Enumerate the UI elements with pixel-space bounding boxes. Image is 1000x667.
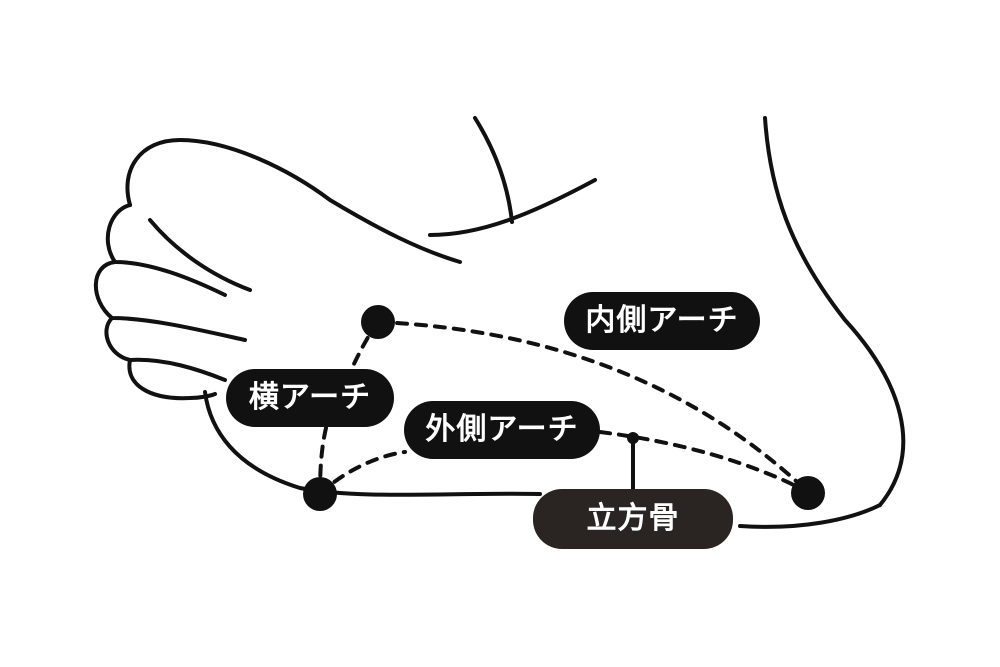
toe-4-outline bbox=[104, 316, 227, 382]
cuboid-dot bbox=[627, 432, 639, 444]
heel-outline bbox=[763, 116, 906, 507]
lateral-arch-label: 外側アーチ bbox=[404, 401, 600, 459]
fifth-metatarsal-point bbox=[303, 477, 337, 511]
medial-arch-line bbox=[376, 320, 810, 494]
cuboid-label: 立方骨 bbox=[533, 489, 733, 549]
big-toe-outline bbox=[125, 138, 462, 264]
heel-point bbox=[791, 476, 825, 510]
heel-underside bbox=[738, 503, 882, 529]
toe-5-outline bbox=[127, 358, 217, 401]
first-metatarsal-point bbox=[361, 305, 395, 339]
toe-1-base bbox=[148, 218, 252, 292]
medial-arch-label: 内側アーチ bbox=[564, 292, 760, 350]
toe-arch-line bbox=[428, 178, 597, 237]
ankle-line bbox=[473, 116, 514, 224]
toe-2-outline bbox=[105, 203, 227, 297]
transverse-arch-label: 横アーチ bbox=[226, 369, 394, 427]
